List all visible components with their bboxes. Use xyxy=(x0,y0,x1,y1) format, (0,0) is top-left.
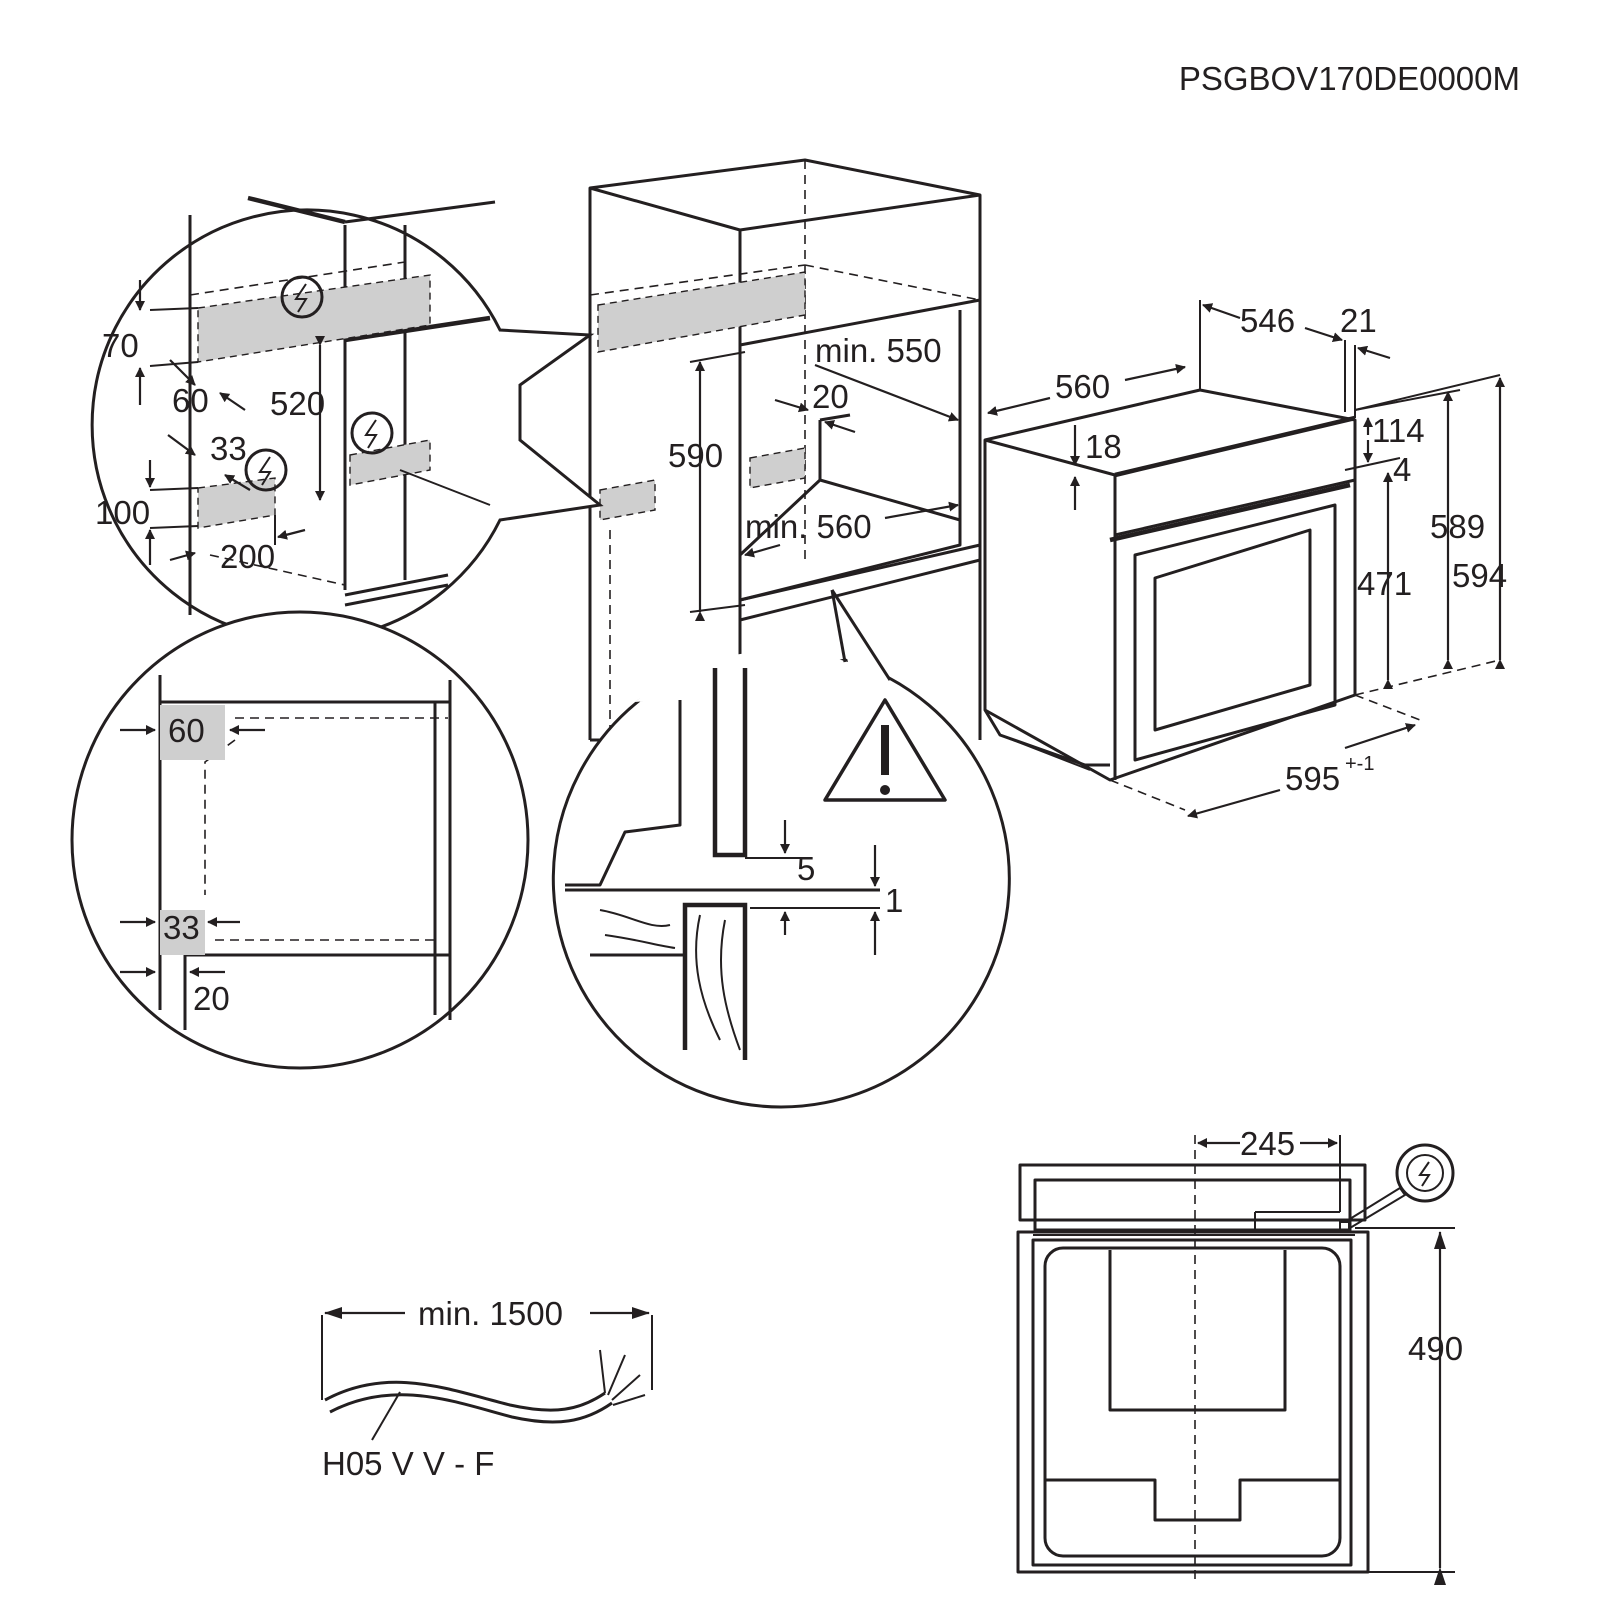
dim-100: 100 xyxy=(95,494,150,531)
cable-length: min. 1500 xyxy=(418,1295,563,1332)
dim-560-oven: 560 xyxy=(1055,368,1110,405)
cabinet-drawing xyxy=(588,158,982,742)
dim-18: 18 xyxy=(1085,428,1122,465)
dim-33-top: 33 xyxy=(210,430,247,467)
dim-min-550: min. 550 xyxy=(815,332,942,369)
socket-icon xyxy=(244,448,288,492)
socket-icon xyxy=(1395,1143,1455,1203)
dim-490: 490 xyxy=(1408,1330,1463,1367)
dim-590: 590 xyxy=(668,437,723,474)
dim-245: 245 xyxy=(1240,1125,1295,1162)
socket-icon xyxy=(280,275,324,319)
socket-icon xyxy=(350,411,394,455)
dim-5: 5 xyxy=(797,850,815,887)
oven-drawing xyxy=(983,388,1357,782)
power-cable: min. 1500 H05 V V - F xyxy=(321,1295,653,1482)
cabinet-dims: 590 min. 550 20 min. 560 xyxy=(668,332,959,621)
warning-icon xyxy=(823,698,947,802)
dim-200: 200 xyxy=(220,538,275,575)
detail-gap: 5 1 xyxy=(551,589,1011,1109)
dim-114: 114 xyxy=(1372,412,1425,449)
oven-dims: 546 21 560 18 114 4 471 589 594 595 +-1 xyxy=(987,300,1507,819)
dim-520: 520 xyxy=(270,385,325,422)
dim-min-560: min. 560 xyxy=(745,508,872,545)
dim-60-top: 60 xyxy=(172,382,209,419)
detail-ventilation: 60 33 20 xyxy=(70,610,530,1070)
dim-1: 1 xyxy=(885,882,903,919)
dim-4: 4 xyxy=(1393,451,1411,488)
dim-60-bottom: 60 xyxy=(168,712,205,749)
cable-type: H05 V V - F xyxy=(322,1445,494,1482)
dim-70: 70 xyxy=(102,327,139,364)
dim-33-bottom: 33 xyxy=(163,909,200,946)
front-view: 245 490 xyxy=(1016,1125,1463,1585)
dim-595: 595 xyxy=(1285,760,1340,797)
dim-594: 594 xyxy=(1452,557,1507,594)
dim-21: 21 xyxy=(1340,302,1377,339)
dim-20-cabinet: 20 xyxy=(812,378,849,415)
model-code: PSGBOV170DE0000M xyxy=(1179,60,1520,97)
detail-socket-position: 70 60 520 33 100 200 xyxy=(90,195,604,642)
dim-595-tolerance: +-1 xyxy=(1345,753,1374,775)
dim-20-bottom: 20 xyxy=(193,980,230,1017)
dim-589: 589 xyxy=(1430,508,1485,545)
dim-471: 471 xyxy=(1357,565,1412,602)
dim-546: 546 xyxy=(1240,302,1295,339)
